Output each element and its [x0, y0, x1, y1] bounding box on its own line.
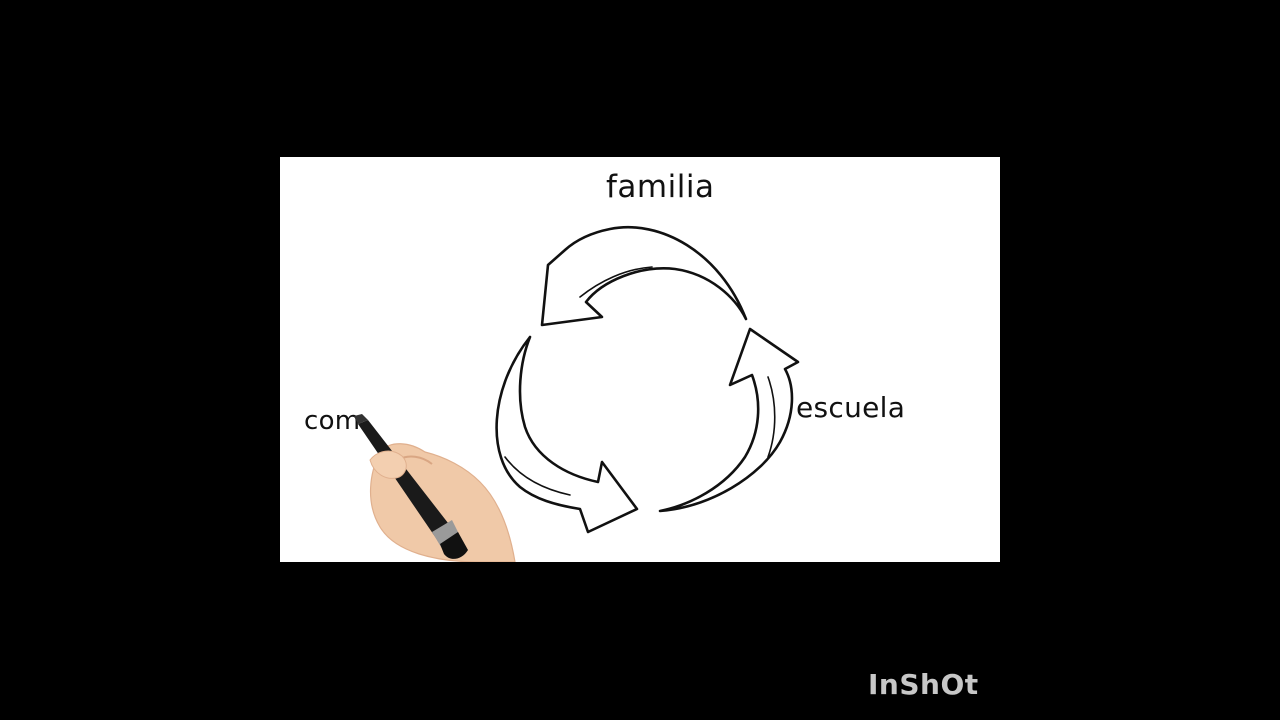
label-partial-text: com [304, 406, 361, 436]
whiteboard: familia escuela com [280, 157, 1000, 562]
label-familia: familia [606, 169, 715, 205]
arrow-top [540, 226, 748, 327]
label-escuela: escuela [796, 391, 906, 424]
arrow-left [495, 335, 639, 534]
hand-with-marker-icon [354, 414, 516, 562]
inshot-watermark: InShOt [868, 668, 979, 701]
arrow-right [658, 327, 800, 513]
cycle-diagram [495, 226, 800, 534]
